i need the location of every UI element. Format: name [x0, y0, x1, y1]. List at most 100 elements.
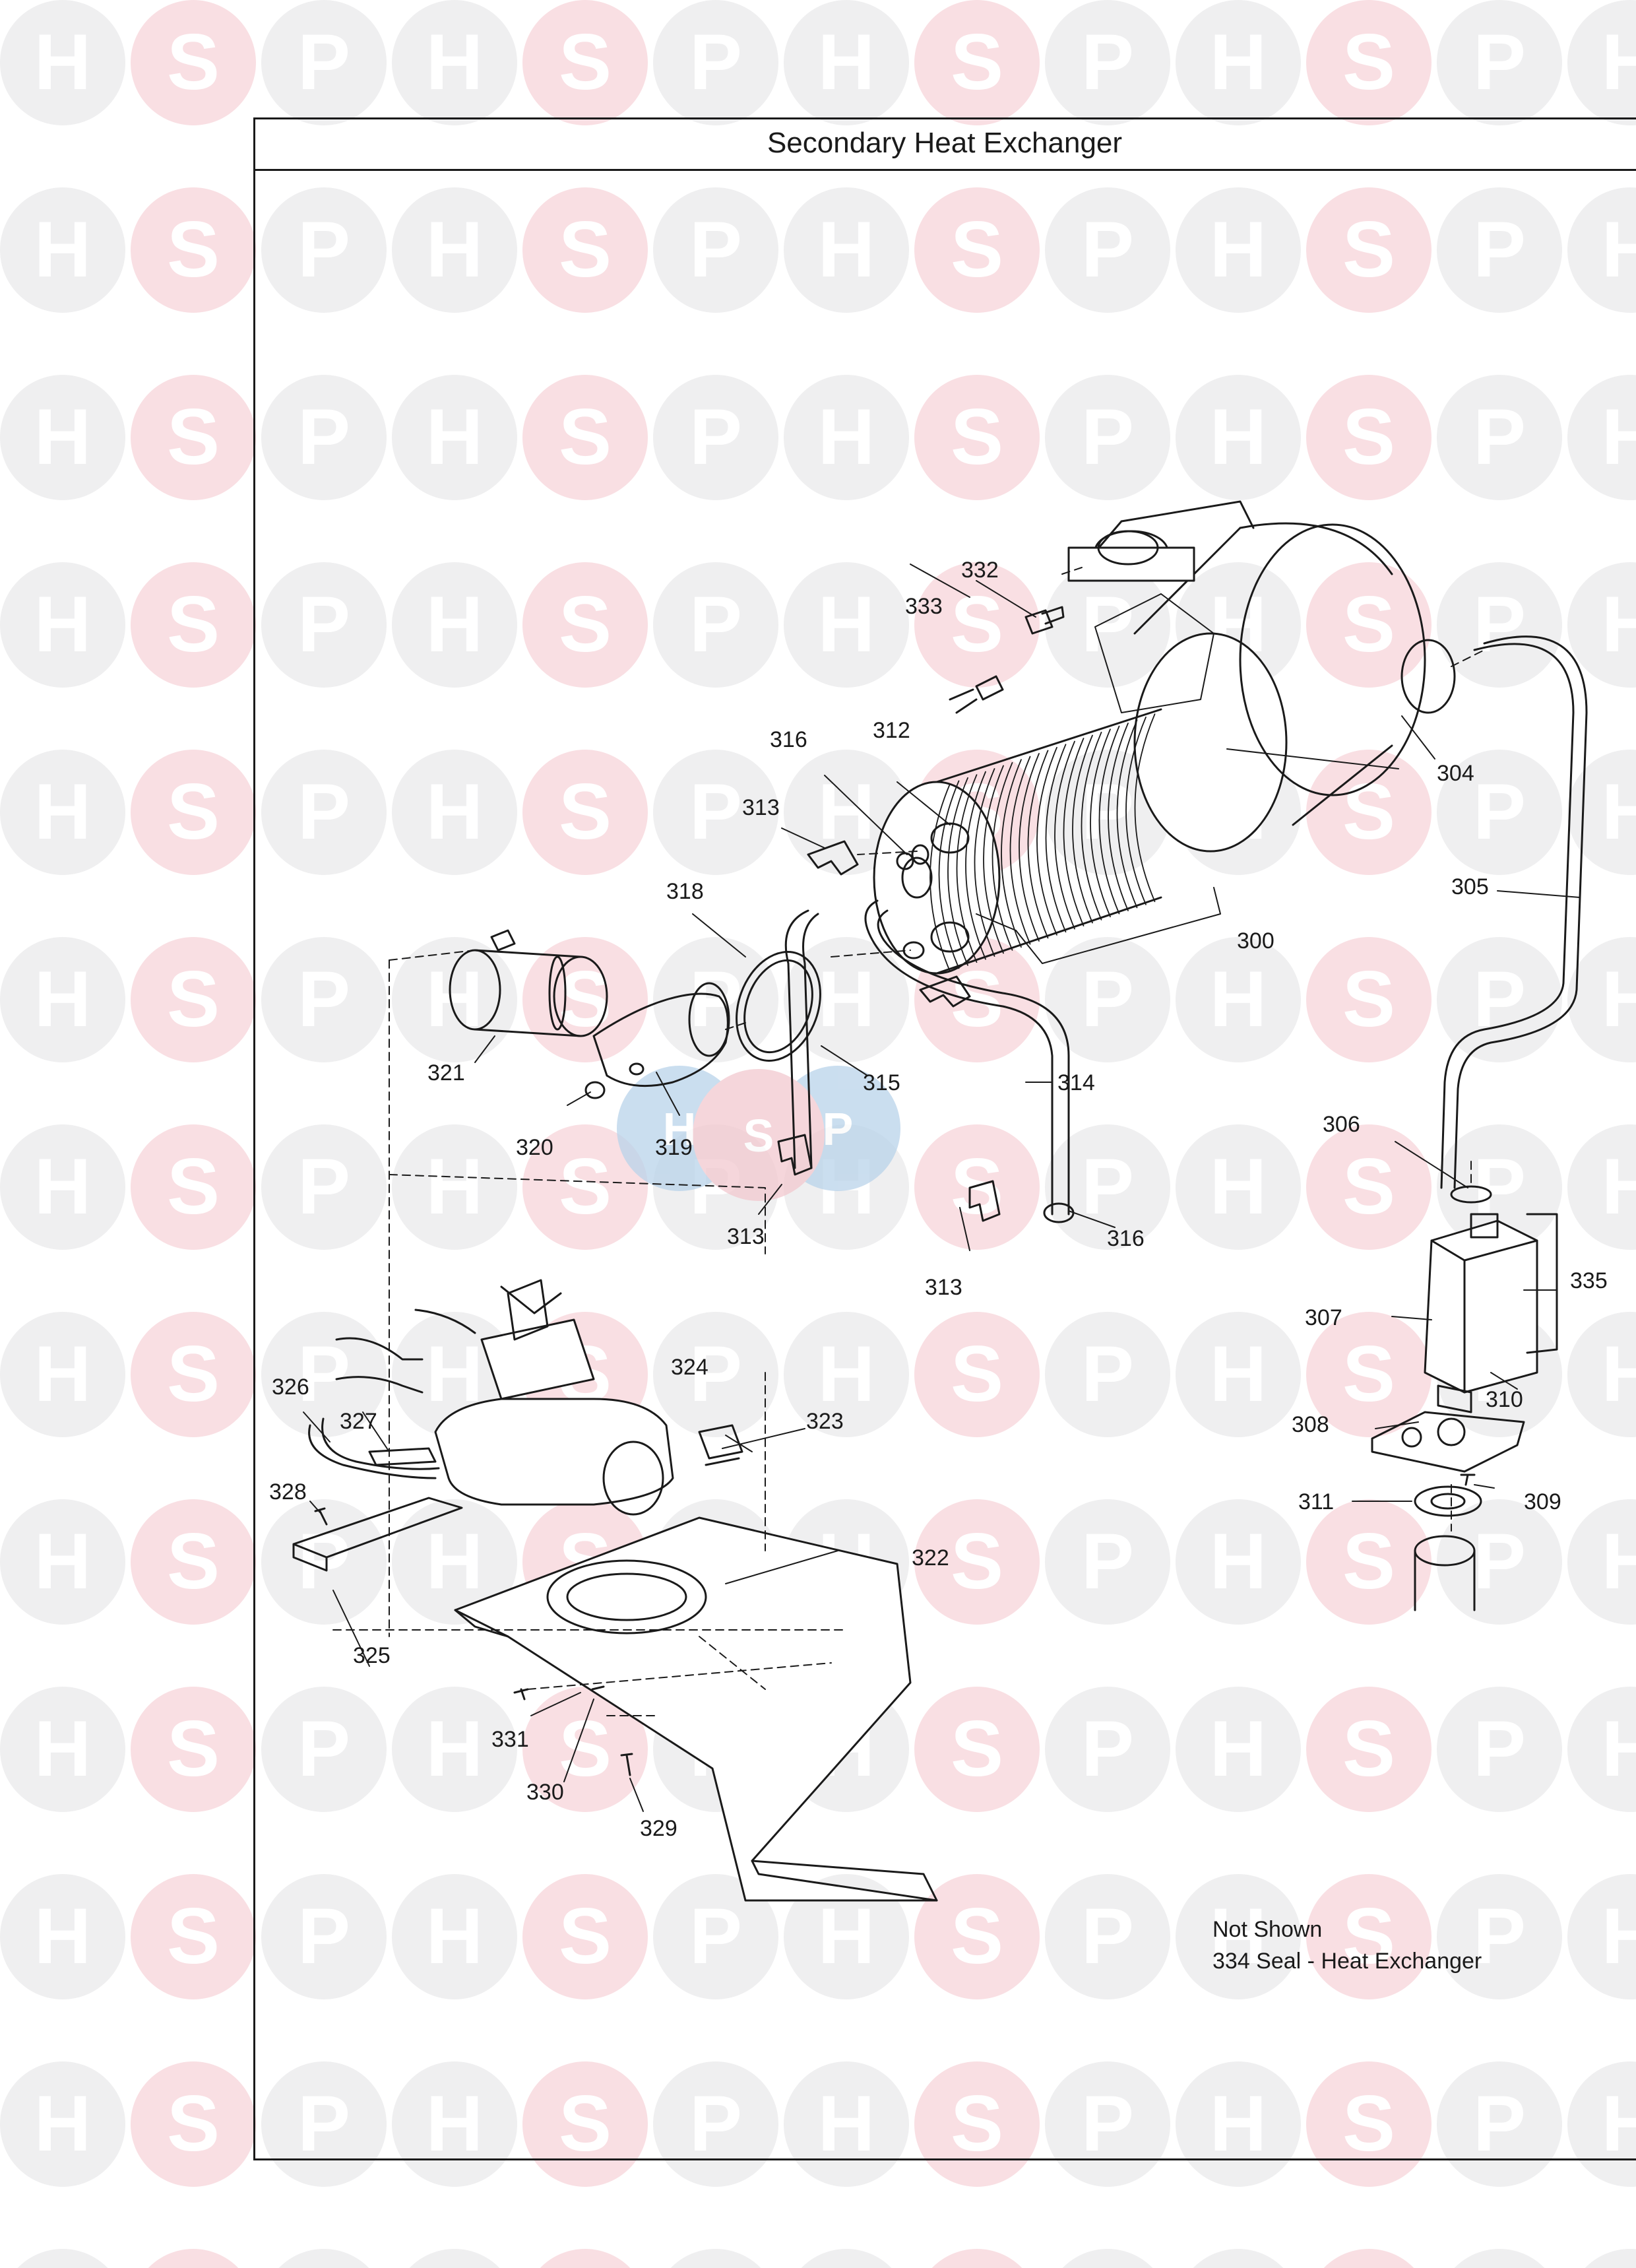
- watermark-letter: H: [1210, 1517, 1267, 1605]
- watermark-circle: [392, 1124, 517, 1250]
- watermark-circle: [261, 2061, 387, 2187]
- watermark-letter: P: [1081, 18, 1134, 106]
- callout-318: 318: [666, 879, 704, 904]
- watermark-letter: S: [1342, 1517, 1395, 1605]
- center-hsp-logo: H S P: [617, 1066, 900, 1201]
- callout-322: 322: [912, 1545, 949, 1571]
- watermark-circle: [0, 187, 125, 313]
- base-plate-322: [454, 1516, 938, 1902]
- watermark-letter: H: [1210, 1330, 1267, 1418]
- watermark-letter: H: [1602, 767, 1636, 856]
- watermark-circle: [1437, 750, 1562, 875]
- watermark-letter: H: [1210, 2267, 1267, 2268]
- watermark-circle: [1567, 562, 1636, 688]
- gasket-304: [1400, 639, 1456, 714]
- watermark-circle: [392, 562, 517, 688]
- callout-313-middle: 313: [727, 1224, 765, 1249]
- watermark-circle: [914, 375, 1040, 500]
- watermark-circle: [1567, 187, 1636, 313]
- watermark-circle: [1437, 1687, 1562, 1812]
- watermark-letter: S: [951, 18, 1003, 106]
- watermark-circle: [1176, 375, 1301, 500]
- clip-313c: [968, 1180, 1001, 1222]
- watermark-letter: P: [1081, 1142, 1134, 1231]
- callout-308: 308: [1292, 1412, 1329, 1437]
- watermark-circle: [914, 1687, 1040, 1812]
- watermark-letter: H: [1602, 1892, 1636, 1980]
- watermark-circle: [1567, 375, 1636, 500]
- watermark-circle: [1306, 1687, 1432, 1812]
- watermark-circle: [17, 2249, 108, 2268]
- callout-314: 314: [1057, 1070, 1095, 1095]
- watermark-circle: [261, 1312, 387, 1437]
- watermark-letter: S: [167, 1704, 220, 1793]
- watermark-circle: [392, 375, 517, 500]
- watermark-letter: S: [559, 767, 612, 856]
- watermark-letter: S: [559, 1892, 612, 1980]
- watermark-letter: S: [559, 580, 612, 668]
- watermark-circle: [261, 750, 387, 875]
- watermark-letter: S: [1342, 1330, 1395, 1418]
- watermark-circle: [784, 1312, 909, 1437]
- not-shown-item: 334 Seal - Heat Exchanger: [1212, 1949, 1482, 1974]
- watermark-circle: [1567, 937, 1636, 1062]
- watermark-letter: P: [689, 767, 742, 856]
- watermark-letter: S: [167, 1330, 220, 1418]
- watermark-circle: [1306, 562, 1432, 688]
- watermark-letter: P: [689, 2267, 742, 2268]
- watermark-letter: P: [1081, 393, 1134, 481]
- watermark-letter: P: [689, 2079, 742, 2168]
- watermark-letter: S: [167, 580, 220, 668]
- watermark-circle: [392, 750, 517, 875]
- watermark-circle: [0, 0, 125, 125]
- watermark-letter: H: [1602, 1704, 1636, 1793]
- screw-328: [314, 1507, 328, 1526]
- watermark-circle: [914, 187, 1040, 313]
- watermark-letter: H: [1602, 393, 1636, 481]
- callout-328: 328: [269, 1479, 307, 1505]
- watermark-circle: [1585, 2249, 1636, 2268]
- watermark-letter: S: [951, 1892, 1003, 1980]
- watermark-letter: H: [426, 767, 484, 856]
- watermark-circle: [653, 1312, 778, 1437]
- watermark-letter: H: [426, 18, 484, 106]
- watermark-circle: [131, 1499, 256, 1625]
- watermark-circle: [522, 1124, 648, 1250]
- watermark-letter: S: [1342, 1892, 1395, 1980]
- watermark-letter: S: [1342, 1142, 1395, 1231]
- nut-311: [1414, 1485, 1482, 1611]
- elbow-319: [592, 982, 730, 1087]
- watermark-letter: P: [1473, 1704, 1526, 1793]
- watermark-letter: P: [689, 580, 742, 668]
- watermark-circle: [261, 1124, 387, 1250]
- watermark-circle: [1567, 0, 1636, 125]
- screw-329: [620, 1753, 633, 1776]
- watermark-letter: S: [951, 955, 1003, 1043]
- watermark-letter: S: [167, 18, 220, 106]
- watermark-letter: H: [1210, 2079, 1267, 2168]
- watermark-letter: H: [818, 580, 875, 668]
- watermark-letter: H: [34, 955, 92, 1043]
- watermark-circle: [1045, 0, 1170, 125]
- watermark-letter: H: [1602, 1142, 1636, 1231]
- watermark-circle: [0, 937, 125, 1062]
- watermark-circle: [1306, 2061, 1432, 2187]
- watermark-letter: H: [818, 767, 875, 856]
- watermark-circle: [261, 1687, 387, 1812]
- watermark-circle: [914, 0, 1040, 125]
- watermark-circle: [653, 750, 778, 875]
- watermark-circle: [1045, 375, 1170, 500]
- watermark-letter: S: [559, 2267, 612, 2268]
- callout-326: 326: [272, 1375, 309, 1400]
- diagram-title: Secondary Heat Exchanger: [767, 127, 1123, 159]
- watermark-letter: P: [1081, 2079, 1134, 2168]
- callout-327: 327: [340, 1409, 377, 1434]
- callout-335: 335: [1570, 1268, 1608, 1293]
- watermark-letter: H: [426, 1517, 484, 1605]
- watermark-letter: P: [1473, 205, 1526, 294]
- watermark-circle: [392, 1499, 517, 1625]
- watermark-letter: P: [298, 767, 350, 856]
- drawing-frame: [253, 117, 1636, 2160]
- watermark-circle: [522, 1687, 648, 1812]
- watermark-letter: H: [818, 18, 875, 106]
